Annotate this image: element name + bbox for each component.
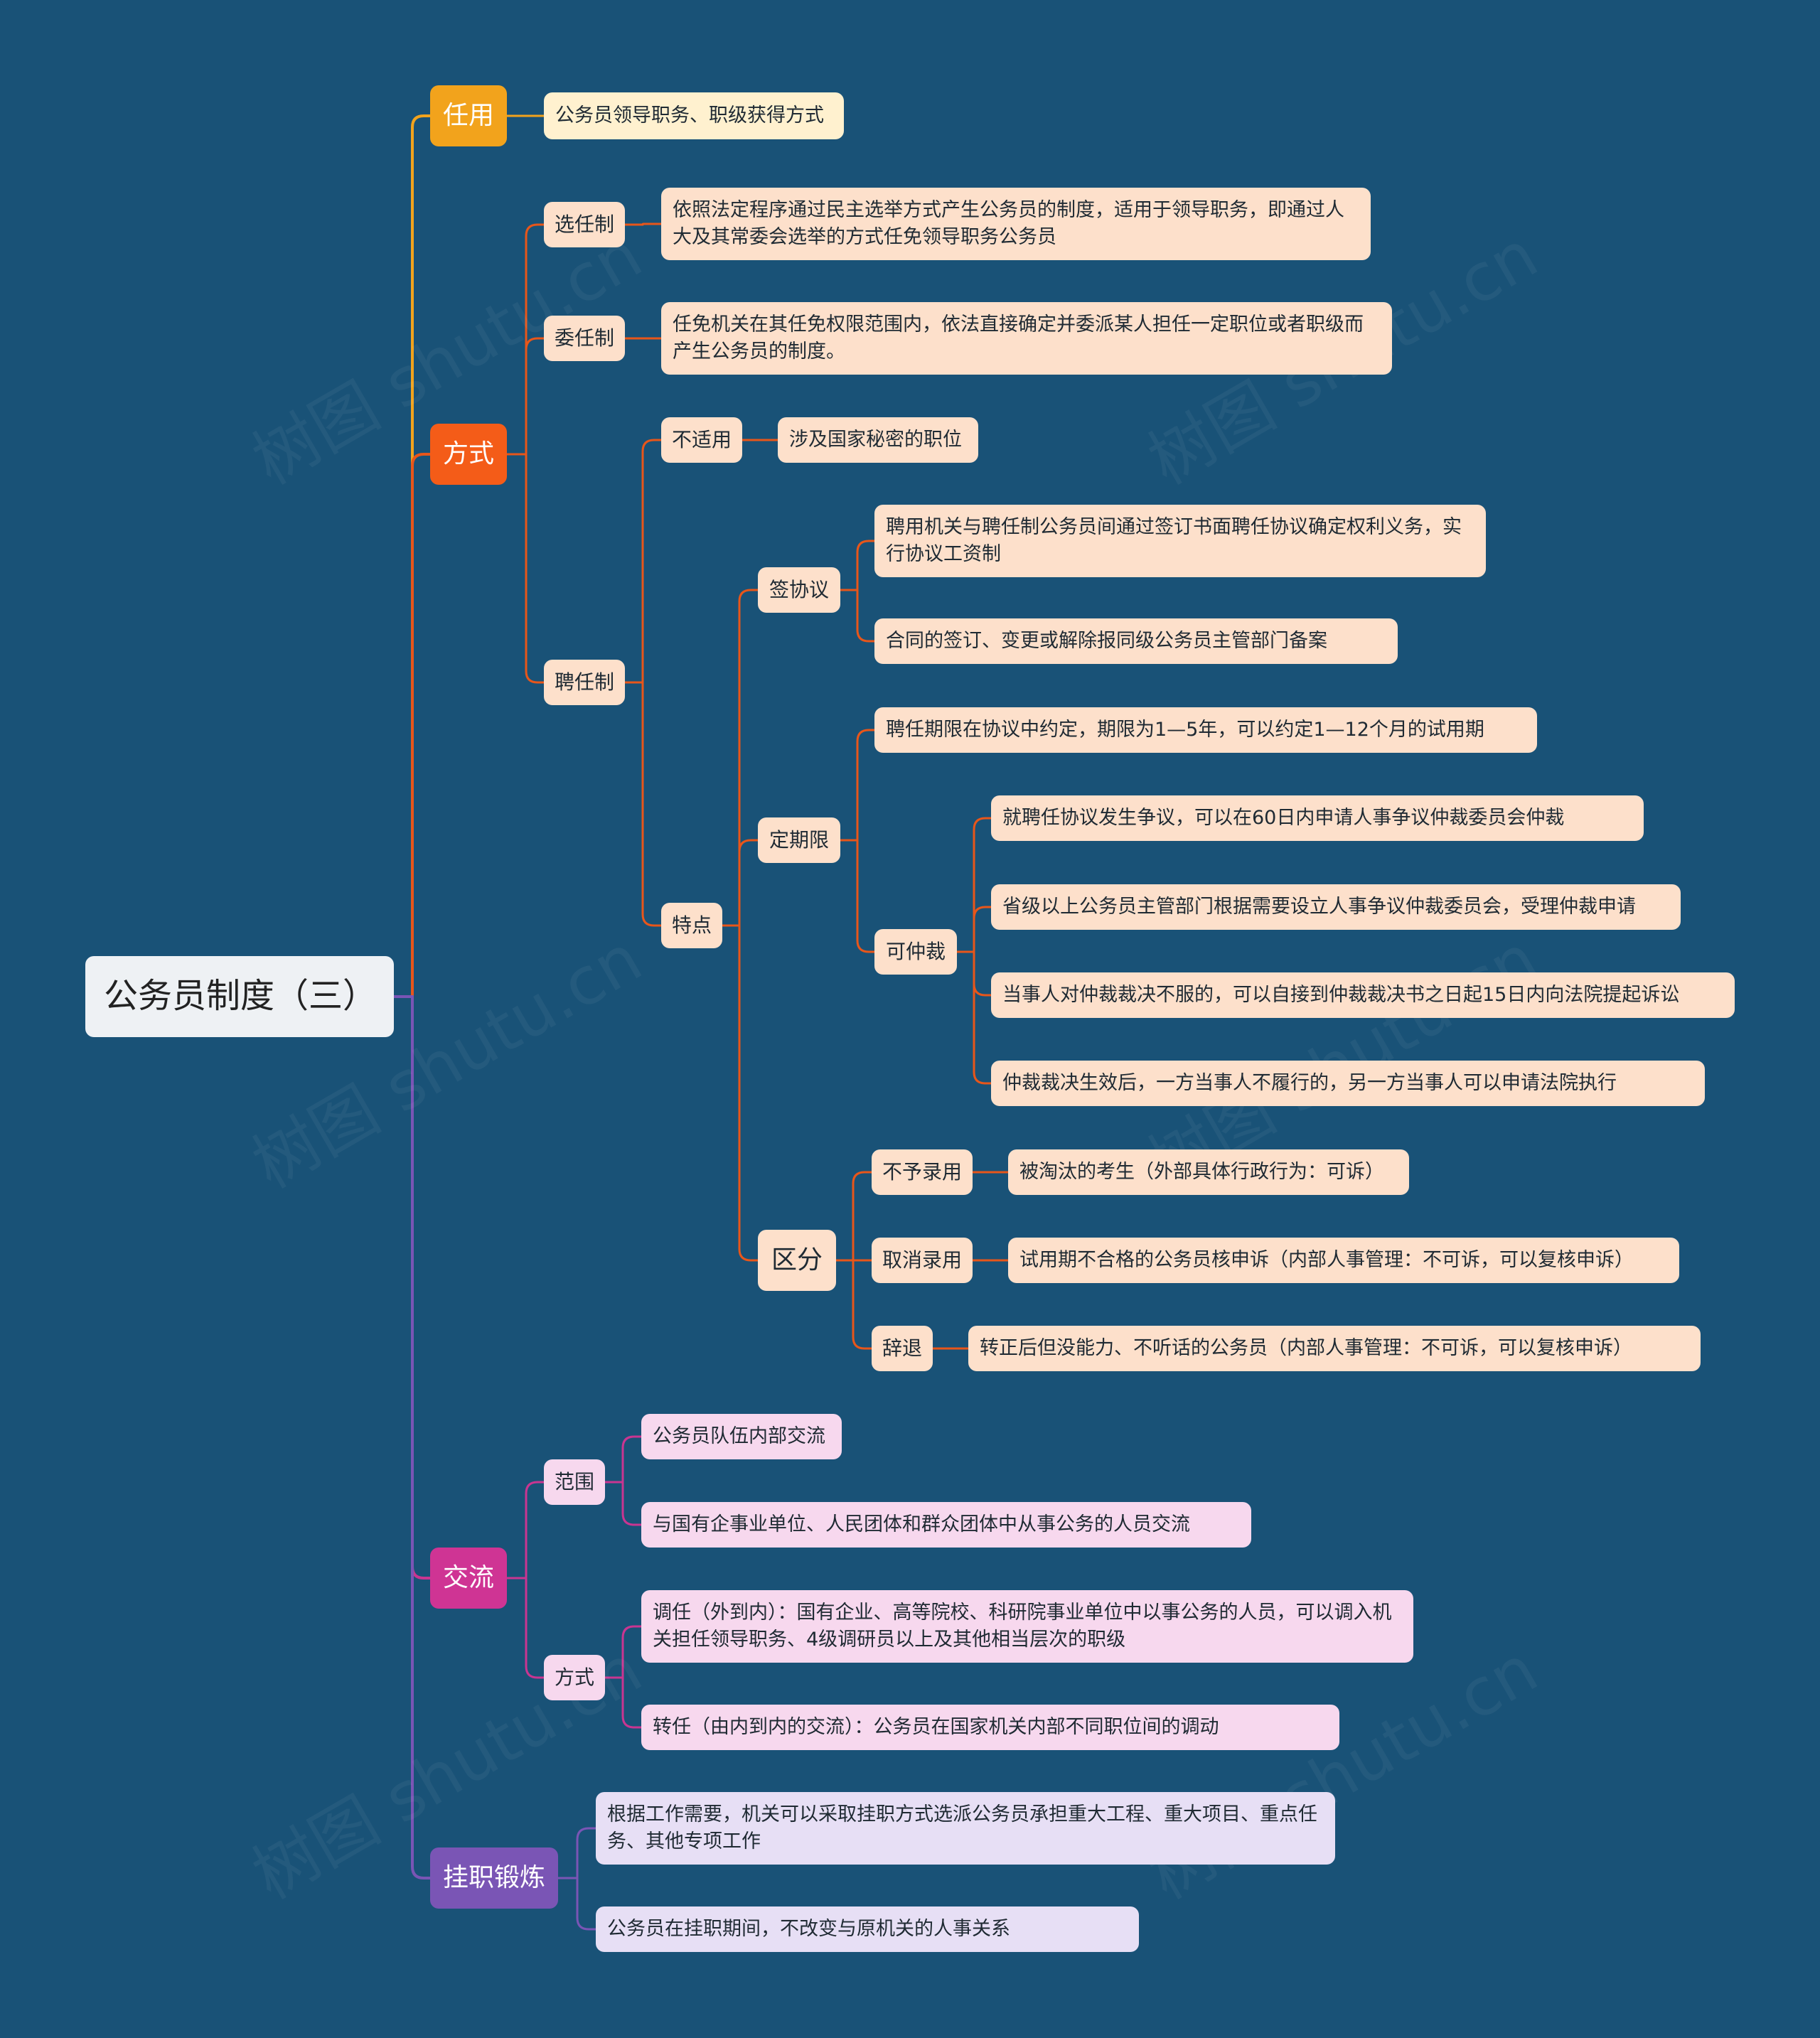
connector-line (738, 589, 759, 927)
node-qianxieyi[interactable]: 签协议 (758, 567, 840, 613)
node-kezhongcai[interactable]: 可仲裁 (874, 929, 957, 975)
node-buyuluyong[interactable]: 不予录用 (872, 1149, 973, 1195)
leaf-guazhi-2[interactable]: 公务员在挂职期间，不改变与原机关的人事关系 (596, 1906, 1139, 1952)
connector-line (641, 222, 663, 226)
leaf-xuanren[interactable]: 依照法定程序通过民主选举方式产生公务员的制度，适用于领导职务，即通过人大及其常委… (661, 188, 1371, 260)
leaf-quxiaoluyong[interactable]: 试用期不合格的公务员核申诉（内部人事管理：不可诉，可以复核申诉） (1008, 1238, 1679, 1283)
node-citui[interactable]: 辞退 (872, 1326, 933, 1371)
branch-guazhi[interactable]: 挂职锻炼 (430, 1847, 558, 1909)
leaf-renyong[interactable]: 公务员领导职务、职级获得方式 (544, 92, 844, 139)
leaf-kezhongcai-2[interactable]: 省级以上公务员主管部门根据需要设立人事争议仲裁委员会，受理仲裁申请 (991, 884, 1681, 930)
connector-line (411, 453, 432, 998)
leaf-weiren[interactable]: 任免机关在其任免权限范围内，依法直接确定并委派某人担任一定职位或者职级而产生公务… (661, 302, 1392, 375)
node-qufen[interactable]: 区分 (758, 1230, 836, 1291)
leaf-kezhongcai-3[interactable]: 当事人对仲裁裁决不服的，可以自接到仲裁裁决书之日起15日内向法院提起诉讼 (991, 972, 1735, 1018)
node-tedian[interactable]: 特点 (661, 903, 722, 948)
connector-line (641, 681, 663, 927)
connector-line (621, 1481, 643, 1526)
leaf-kezhongcai-4[interactable]: 仲裁裁决生效后，一方当事人不履行的，另一方当事人可以申请法院执行 (991, 1061, 1705, 1106)
node-weiren[interactable]: 委任制 (544, 316, 625, 361)
leaf-bushiyong[interactable]: 涉及国家秘密的职位 (778, 417, 978, 463)
connector-line (411, 114, 432, 998)
leaf-citui[interactable]: 转正后但没能力、不听话的公务员（内部人事管理：不可诉，可以复核申诉） (968, 1326, 1701, 1371)
connector-line (856, 729, 876, 842)
connector-line (856, 839, 876, 953)
node-dingqixian[interactable]: 定期限 (758, 817, 840, 863)
connector-line (621, 1435, 643, 1484)
connector-line (525, 1481, 545, 1580)
node-xuanren[interactable]: 选任制 (544, 202, 625, 247)
connector-line (973, 817, 992, 953)
branch-jiaoliu[interactable]: 交流 (430, 1548, 507, 1609)
connector-line (738, 839, 759, 927)
connector-line (525, 453, 545, 684)
connector-line (621, 1676, 643, 1729)
leaf-zhuanren[interactable]: 转任（由内到内的交流）：公务员在国家机关内部不同职位间的调动 (641, 1705, 1339, 1750)
branch-renyong[interactable]: 任用 (430, 85, 507, 146)
connector-line (411, 995, 432, 1879)
connector-line (621, 1625, 643, 1679)
node-fanwei[interactable]: 范围 (544, 1459, 605, 1505)
leaf-fanwei-2[interactable]: 与国有企事业单位、人民团体和群众团体中从事公务的人员交流 (641, 1502, 1251, 1548)
node-pinren[interactable]: 聘任制 (544, 660, 625, 705)
leaf-dingqixian[interactable]: 聘任期限在协议中约定，期限为1—5年，可以约定1—12个月的试用期 (874, 707, 1537, 753)
connector-line (738, 924, 759, 1262)
connector-line (852, 1171, 873, 1262)
leaf-qianxieyi-2[interactable]: 合同的签订、变更或解除报同级公务员主管部门备案 (874, 618, 1398, 664)
connector-line (856, 540, 876, 591)
connector-line (973, 950, 992, 997)
branch-fangshi[interactable]: 方式 (430, 424, 507, 485)
node-bushiyong[interactable]: 不适用 (661, 417, 742, 463)
leaf-qianxieyi-1[interactable]: 聘用机关与聘任制公务员间通过签订书面聘任协议确定权利义务，实行协议工资制 (874, 505, 1486, 577)
node-quxiaoluyong[interactable]: 取消录用 (872, 1238, 973, 1283)
root-node[interactable]: 公务员制度（三） (85, 956, 394, 1037)
connector-line (973, 950, 992, 1085)
leaf-buyuluyong[interactable]: 被淘汰的考生（外部具体行政行为：可诉） (1008, 1149, 1409, 1195)
connector-line (856, 589, 876, 643)
connector-line (576, 1827, 597, 1879)
connector-line (525, 337, 545, 456)
node-jiaoliu-fangshi[interactable]: 方式 (544, 1655, 605, 1700)
connector-line (576, 1877, 597, 1931)
connector-line (525, 223, 545, 456)
connector-line (852, 1259, 873, 1350)
connector-line (641, 439, 663, 684)
connector-line (973, 906, 992, 953)
leaf-guazhi-1[interactable]: 根据工作需要，机关可以采取挂职方式选派公务员承担重大工程、重大项目、重点任务、其… (596, 1792, 1335, 1865)
connector-line (525, 1577, 545, 1679)
leaf-kezhongcai-1[interactable]: 就聘任协议发生争议，可以在60日内申请人事争议仲裁委员会仲裁 (991, 795, 1644, 841)
connector-line (411, 995, 432, 1580)
leaf-fanwei-1[interactable]: 公务员队伍内部交流 (641, 1414, 842, 1459)
leaf-diaoren[interactable]: 调任（外到内）：国有企业、高等院校、科研院事业单位中以事公务的人员，可以调入机关… (641, 1590, 1413, 1663)
